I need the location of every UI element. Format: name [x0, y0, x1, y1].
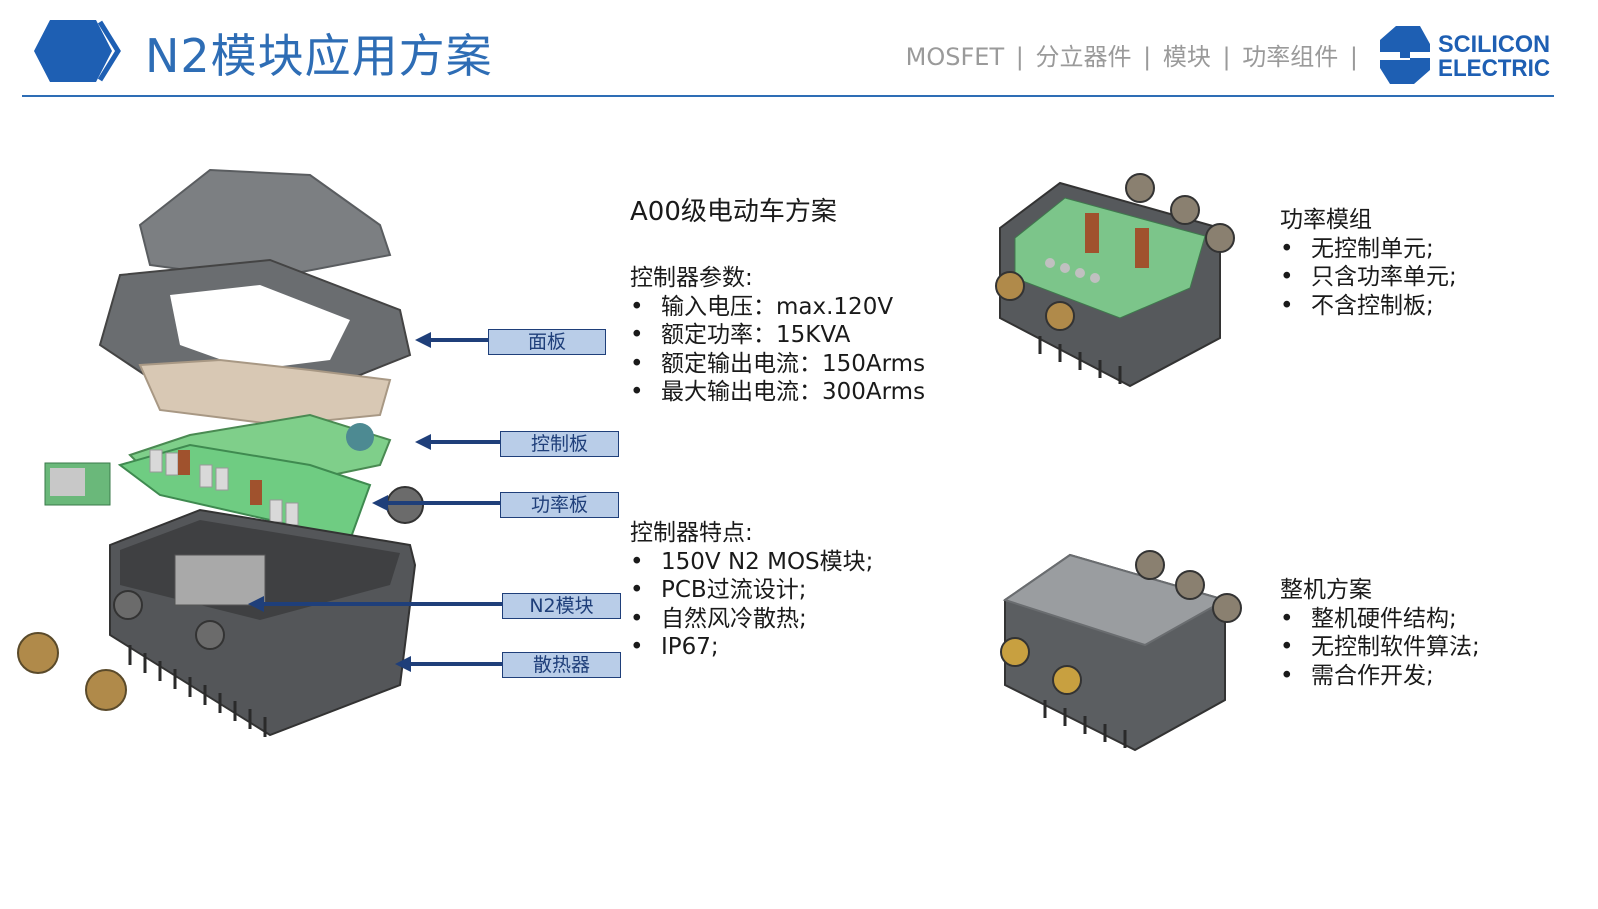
list-item: 额定输出电流：150Arms	[630, 350, 925, 379]
list-item: 只含功率单元;	[1280, 263, 1457, 292]
complete-unit-title: 整机方案	[1280, 577, 1372, 603]
params-title: 控制器参数:	[630, 265, 753, 291]
nav-separator: |	[1015, 43, 1024, 71]
list-item: PCB过流设计;	[630, 576, 873, 605]
nav-separator: |	[1222, 43, 1231, 71]
list-item: 额定功率：15KVA	[630, 321, 925, 350]
callout-n2-module: N2模块	[502, 593, 621, 619]
power-module-title: 功率模组	[1280, 207, 1372, 233]
callout-arrow	[387, 501, 500, 505]
features-title: 控制器特点:	[630, 520, 753, 546]
list-item: 需合作开发;	[1280, 662, 1480, 691]
nav-separator: |	[1349, 43, 1358, 71]
params-block: 控制器参数: 输入电压：max.120V 额定功率：15KVA 额定输出电流：1…	[630, 264, 925, 407]
callout-power-board: 功率板	[500, 492, 619, 518]
hexagon-logo-icon	[34, 20, 121, 82]
list-item: 整机硬件结构;	[1280, 605, 1480, 634]
callout-arrow	[430, 338, 488, 342]
scilicon-electric-logo: SCILICON ELECTRIC	[1380, 26, 1550, 84]
arrow-head-icon	[395, 656, 411, 672]
arrow-head-icon	[248, 596, 264, 612]
callout-heatsink: 散热器	[502, 652, 621, 678]
complete-unit-block: 整机方案 整机硬件结构; 无控制软件算法; 需合作开发;	[1280, 576, 1480, 690]
power-module-assembly-image	[995, 173, 1235, 388]
brand-name-line2: ELECTRIC	[1438, 55, 1550, 82]
nav-item-discrete[interactable]: 分立器件	[1035, 43, 1132, 71]
list-item: 最大输出电流：300Arms	[630, 378, 925, 407]
exploded-controller-image	[17, 168, 424, 737]
callout-arrow	[430, 440, 500, 444]
list-item: 自然风冷散热;	[630, 605, 873, 634]
nav-item-power-assembly[interactable]: 功率组件	[1242, 43, 1339, 71]
list-item: 无控制软件算法;	[1280, 633, 1480, 662]
category-nav: MOSFET | 分立器件 | 模块 | 功率组件 |	[904, 37, 1360, 72]
arrow-head-icon	[415, 434, 431, 450]
callout-arrow	[263, 602, 502, 606]
complete-unit-assembly-image	[1000, 550, 1242, 752]
list-item: 不含控制板;	[1280, 292, 1457, 321]
nav-item-mosfet[interactable]: MOSFET	[905, 43, 1005, 71]
arrow-head-icon	[415, 332, 431, 348]
list-item: 150V N2 MOS模块;	[630, 548, 873, 577]
header-divider	[22, 95, 1554, 97]
page-title: N2模块应用方案	[145, 29, 493, 83]
brand-name-line1: SCILICON	[1438, 31, 1550, 58]
nav-separator: |	[1143, 43, 1152, 71]
list-item: 输入电压：max.120V	[630, 293, 925, 322]
solution-heading: A00级电动车方案	[630, 197, 837, 227]
callout-control-board: 控制板	[500, 431, 619, 457]
callout-arrow	[410, 662, 502, 666]
power-module-block: 功率模组 无控制单元; 只含功率单元; 不含控制板;	[1280, 206, 1457, 320]
features-block: 控制器特点: 150V N2 MOS模块; PCB过流设计; 自然风冷散热; I…	[630, 519, 873, 662]
callout-faceplate: 面板	[488, 329, 606, 355]
arrow-head-icon	[372, 495, 388, 511]
nav-item-module[interactable]: 模块	[1162, 43, 1211, 71]
list-item: 无控制单元;	[1280, 235, 1457, 264]
list-item: IP67;	[630, 633, 873, 662]
